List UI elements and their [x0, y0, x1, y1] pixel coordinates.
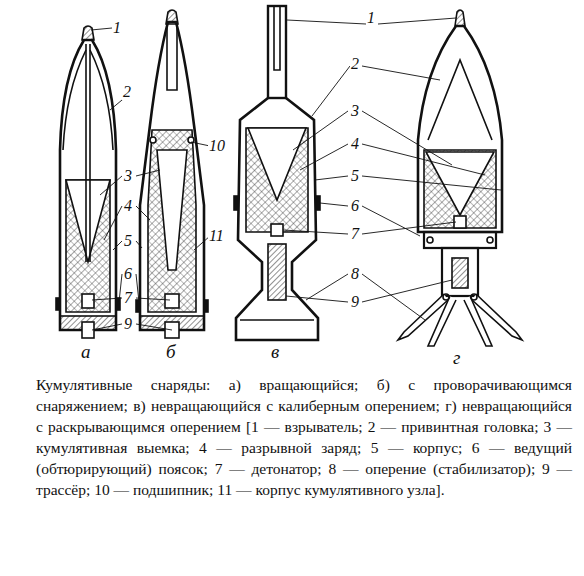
- callout-number: 6: [350, 198, 360, 214]
- drawing-stroke: [56, 298, 60, 310]
- drawing-stroke: [427, 237, 433, 243]
- drawing-stroke: [140, 22, 204, 330]
- drawing-stroke: [428, 296, 456, 346]
- leader-lines: [91, 18, 501, 330]
- drawing-stroke: [286, 280, 452, 302]
- drawing-stroke: [471, 294, 477, 300]
- callout-number: 7: [123, 290, 133, 306]
- drawing-stroke: [316, 196, 320, 210]
- callout-number: 3: [123, 168, 133, 184]
- shell-g: [398, 10, 522, 346]
- figure-letter: б: [165, 344, 177, 360]
- drawing-stroke: [240, 319, 314, 321]
- caption: Кумулятивные снаряды: а) вращающийся; б)…: [36, 374, 572, 500]
- callout-number: 1: [366, 10, 376, 26]
- drawing-stroke: [418, 26, 502, 232]
- callout-number: 2: [122, 84, 132, 100]
- drawing-stroke: [300, 144, 485, 175]
- callout-number: 10: [208, 138, 226, 154]
- drawing-stroke: [82, 294, 94, 308]
- callout-number: 7: [350, 226, 360, 242]
- callout-number: 9: [123, 316, 133, 332]
- drawing-stroke: [487, 237, 493, 243]
- drawing-stroke: [455, 10, 465, 26]
- drawing-stroke: [315, 176, 501, 190]
- shell-a: [56, 26, 120, 338]
- drawing-stroke: [82, 26, 94, 40]
- drawing-stroke: [271, 224, 283, 236]
- figure-letter: г: [452, 350, 461, 366]
- callout-number: 8: [350, 266, 360, 282]
- drawing-stroke: [167, 24, 177, 90]
- callout-number: 6: [123, 266, 133, 282]
- drawing-stroke: [452, 258, 468, 288]
- callout-number: 1: [112, 20, 122, 36]
- callout-number: 4: [123, 198, 133, 214]
- drawing-stroke: [274, 6, 280, 70]
- callout-number: 3: [350, 103, 360, 119]
- drawing-stroke: [293, 111, 452, 165]
- callout-number: 11: [208, 228, 225, 244]
- drawing-stroke: [424, 150, 496, 228]
- drawing-stroke: [166, 10, 178, 24]
- shell-v: [234, 6, 320, 340]
- drawing-stroke: [306, 274, 425, 320]
- drawing-stroke: [91, 28, 112, 30]
- drawing-stroke: [204, 300, 208, 312]
- drawing-stroke: [268, 244, 286, 300]
- figure-letter: в: [270, 344, 280, 360]
- drawing-stroke: [66, 180, 110, 312]
- drawing-stroke: [246, 128, 308, 232]
- drawing-stroke: [157, 150, 187, 270]
- callout-number: 5: [123, 233, 133, 249]
- drawing-stroke: [320, 203, 420, 236]
- drawing-stroke: [248, 128, 306, 200]
- drawing-stroke: [428, 60, 492, 140]
- drawing-stroke: [442, 248, 478, 296]
- drawing-stroke: [424, 232, 496, 248]
- drawing-stroke: [63, 50, 113, 150]
- shell-b: [136, 10, 208, 338]
- drawing-stroke: [165, 294, 179, 308]
- callout-number: 9: [350, 294, 360, 310]
- drawing-stroke: [234, 196, 238, 210]
- drawing-stroke: [283, 222, 456, 234]
- drawing-stroke: [236, 98, 318, 340]
- drawing-stroke: [312, 66, 440, 116]
- drawing-stroke: [150, 137, 156, 143]
- callout-number: 4: [350, 136, 360, 152]
- drawing-stroke: [443, 294, 449, 300]
- figure-letter: а: [80, 344, 92, 360]
- drawing-stroke: [86, 44, 90, 262]
- drawing-stroke: [60, 40, 116, 330]
- drawing-stroke: [148, 130, 196, 312]
- drawing-stroke: [464, 296, 492, 346]
- callout-number: 5: [350, 168, 360, 184]
- callout-number: 2: [350, 56, 360, 72]
- drawing-stroke: [268, 6, 286, 98]
